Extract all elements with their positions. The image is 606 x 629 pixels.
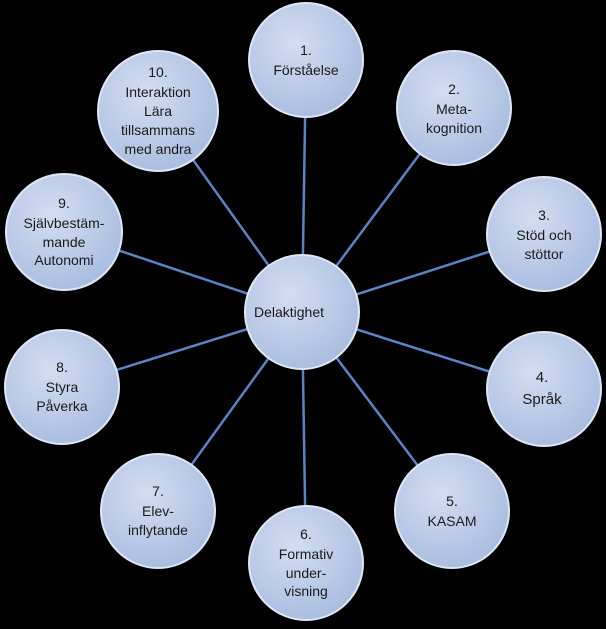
- node-circle-7: [100, 453, 216, 569]
- node-circle-3: [486, 176, 602, 292]
- node-circle-4: [486, 331, 602, 447]
- node-circle-8: [4, 329, 120, 445]
- circle-group: [4, 2, 602, 621]
- node-circle-6: [248, 505, 364, 621]
- node-circle-5: [394, 453, 510, 569]
- center-circle: [244, 254, 360, 370]
- node-circle-9: [5, 173, 123, 291]
- node-circle-2: [396, 50, 512, 166]
- node-circle-1: [248, 2, 364, 118]
- node-circle-10: [97, 50, 219, 172]
